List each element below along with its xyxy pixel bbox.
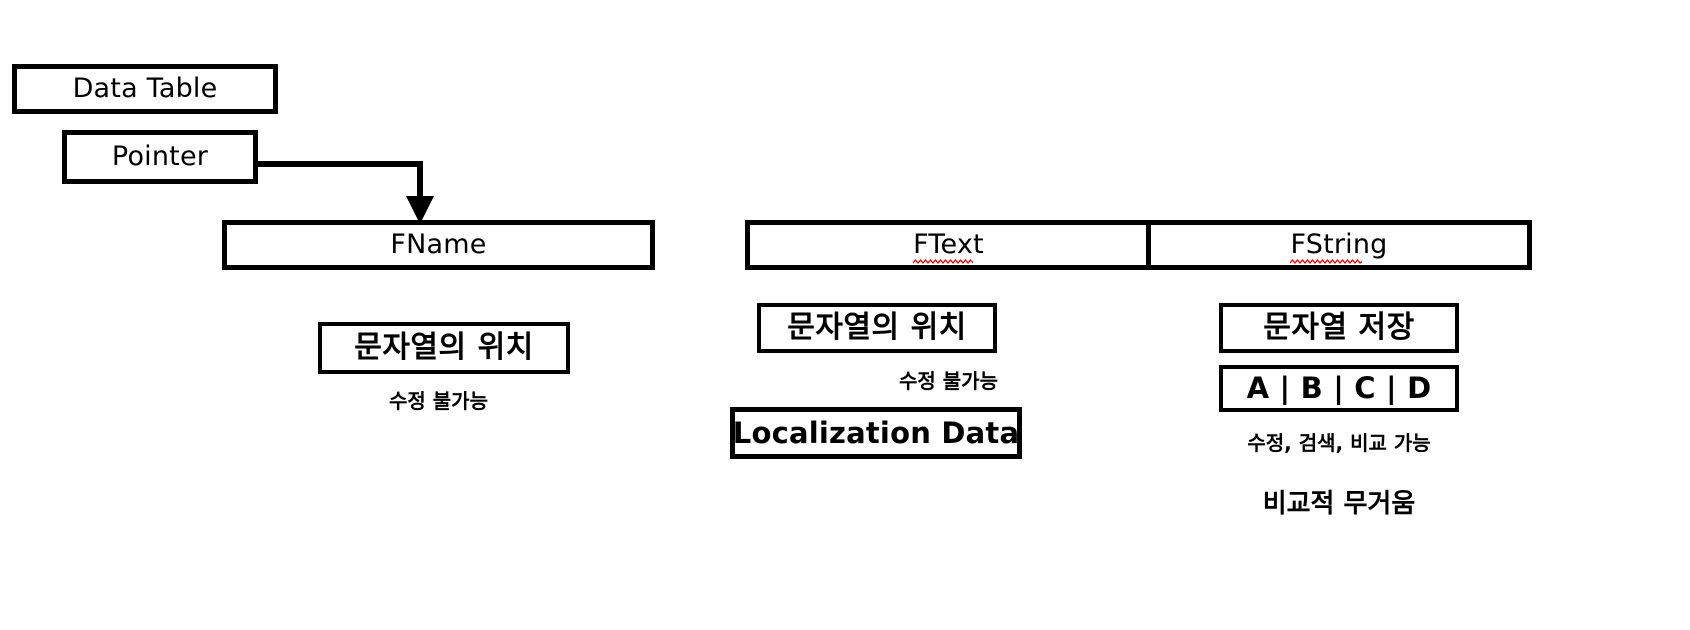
fname-caption-1: 수정 불가능 (222, 390, 655, 412)
ftext-header-box[interactable]: FText (745, 220, 1152, 270)
fstring-caption-1: 수정, 검색, 비교 가능 (1146, 432, 1532, 454)
fstring-header-box[interactable]: FString (1146, 220, 1532, 270)
fstring-caption-2: 비교적 무거움 (1146, 490, 1532, 519)
ftext-caption-1-text: 수정 불가능 (899, 369, 998, 393)
fstring-caption-2-text: 비교적 무거움 (1262, 489, 1416, 519)
fstring-header-label: FString (1290, 228, 1388, 260)
fstring-abcd-label: A | B | C | D (1246, 371, 1432, 406)
ftext-attribute-box[interactable]: 문자열의 위치 (757, 303, 997, 353)
fname-attribute-label: 문자열의 위치 (354, 330, 534, 366)
fname-header-label: FName (390, 228, 487, 260)
ftext-localization-data-box[interactable]: Localization Data (730, 407, 1022, 459)
data-table-label: Data Table (72, 72, 218, 104)
fname-caption-1-text: 수정 불가능 (389, 389, 488, 413)
spellcheck-squiggle-icon (1290, 259, 1363, 265)
fstring-header-text-wrap: FString (1290, 228, 1388, 265)
fname-attribute-box[interactable]: 문자열의 위치 (318, 322, 570, 374)
pointer-label: Pointer (111, 140, 209, 172)
fstring-caption-1-text: 수정, 검색, 비교 가능 (1247, 431, 1431, 455)
fname-header-text-wrap: FName (390, 228, 487, 260)
ftext-caption-1: 수정 불가능 (745, 370, 1152, 392)
fstring-attribute-label: 문자열 저장 (1263, 310, 1415, 346)
fname-header-box[interactable]: FName (222, 220, 655, 270)
spellcheck-squiggle-icon (913, 259, 974, 265)
ftext-header-text-wrap: FText (913, 228, 984, 265)
ftext-attribute-label: 문자열의 위치 (787, 310, 967, 346)
fstring-abcd-box[interactable]: A | B | C | D (1219, 365, 1459, 412)
pointer-box[interactable]: Pointer (62, 130, 258, 184)
ftext-localization-data-label: Localization Data (732, 415, 1020, 450)
data-table-box[interactable]: Data Table (12, 64, 278, 114)
fstring-attribute-box[interactable]: 문자열 저장 (1219, 303, 1459, 353)
ftext-header-label: FText (913, 228, 984, 260)
